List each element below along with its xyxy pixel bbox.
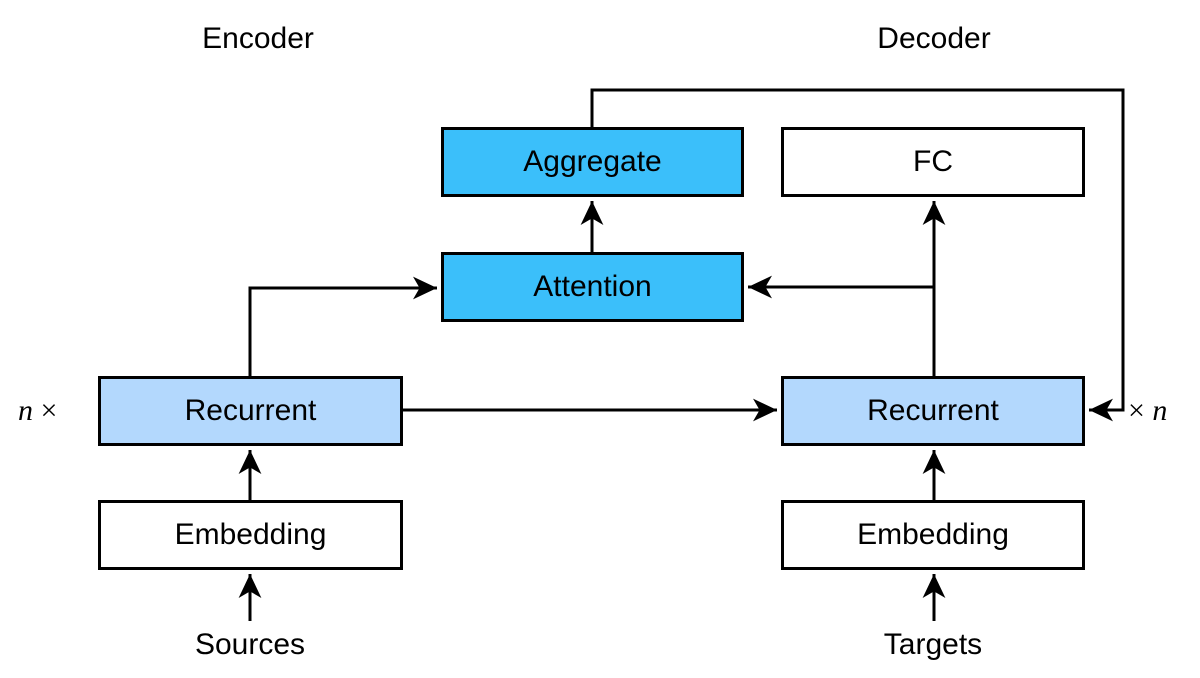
repeat-times-symbol: × [1128, 394, 1153, 427]
fc-block: FC [781, 127, 1085, 197]
encoder-recurrent-block: Recurrent [98, 376, 403, 446]
decoder-embedding-block: Embedding [781, 500, 1085, 570]
targets-label: Targets [883, 628, 983, 661]
repeat-times-symbol: × [33, 394, 58, 427]
arrow-aggregate-feedback-to-decoder [590, 88, 1125, 422]
sources-label: Sources [194, 628, 306, 661]
attention-block: Attention [441, 252, 744, 322]
decoder-repeat-label: × n [1128, 394, 1167, 428]
encoder-embedding-block: Embedding [98, 500, 403, 570]
decoder-title: Decoder [877, 22, 991, 55]
arrow-encoder-recurrent-to-attention [248, 276, 437, 376]
repeat-variable: n [18, 394, 33, 427]
aggregate-block: Aggregate [441, 127, 744, 197]
encoder-repeat-label: n × [18, 394, 57, 428]
decoder-recurrent-block: Recurrent [781, 376, 1085, 446]
repeat-variable: n [1152, 394, 1168, 427]
encoder-title: Encoder [202, 22, 314, 55]
